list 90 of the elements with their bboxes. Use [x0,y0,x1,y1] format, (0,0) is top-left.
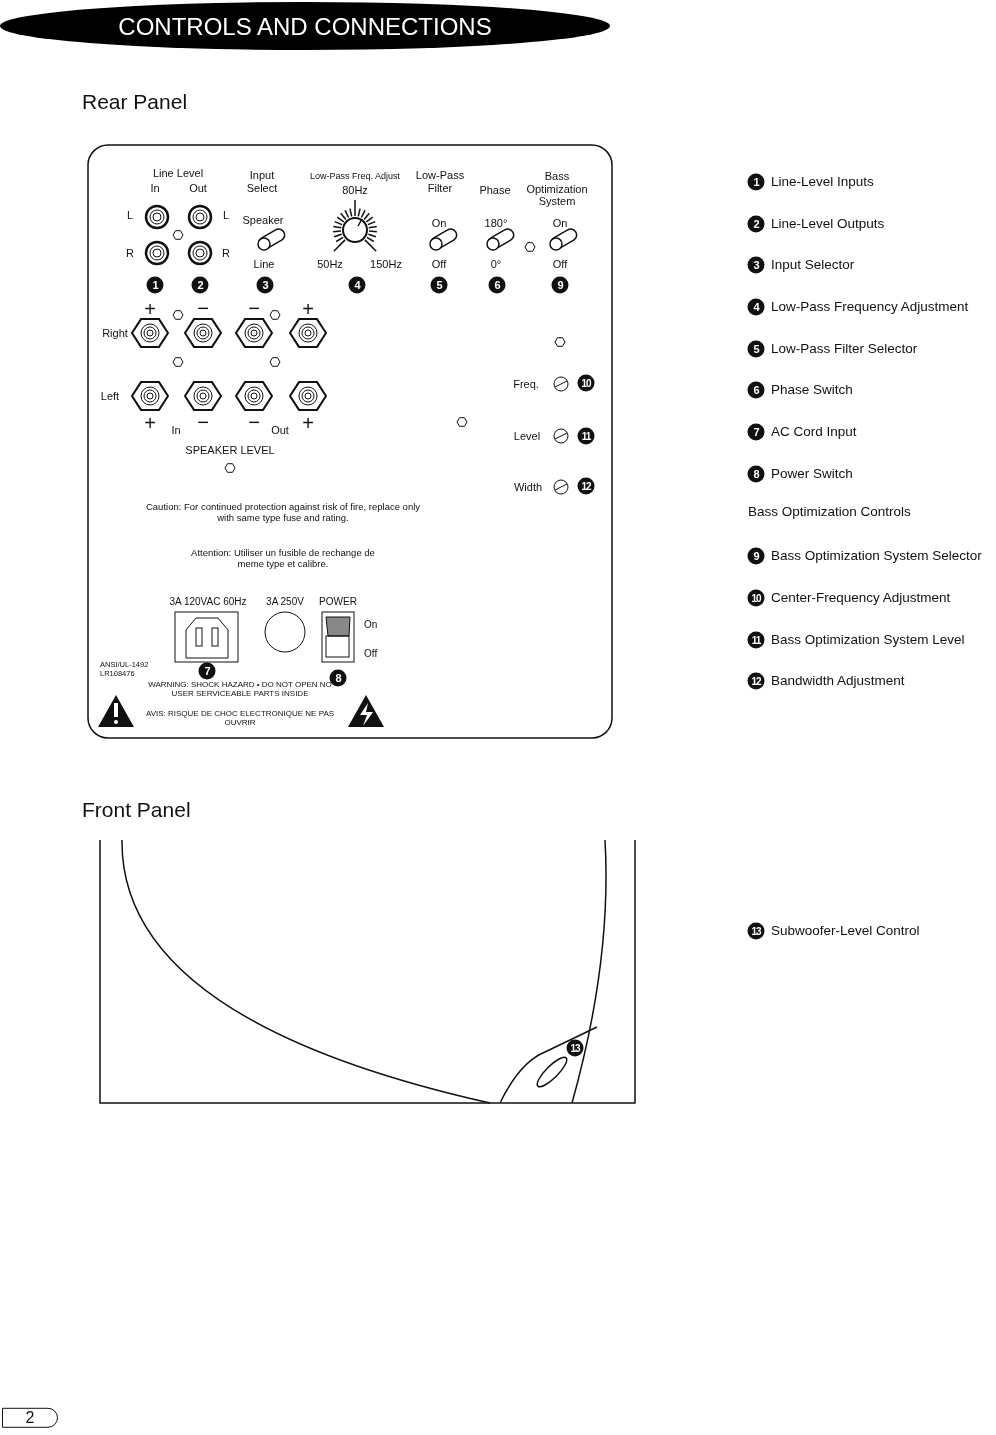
callout-number: 3 [256,276,274,294]
page-title: CONTROLS AND CONNECTIONS [118,13,492,41]
polarity-mark: + [302,297,314,321]
feature-label: Line-Level Outputs [771,216,885,232]
callout-number: 10 [747,589,765,607]
callout-number: 6 [488,276,506,294]
panel-label: Off [552,257,568,271]
callout-number: 10 [577,374,595,392]
panel-label: R [222,246,230,260]
callout-number: 12 [577,477,595,495]
polarity-mark: + [144,411,156,435]
feature-label: Line-Level Inputs [771,174,874,190]
callout-number: 11 [747,631,765,649]
group-heading: Bass Optimization Controls [748,504,911,520]
callout-number: 9 [551,276,569,294]
panel-label: Bass Optimization System [525,170,589,208]
panel-label: 50Hz [317,257,343,271]
feature-label: Center-Frequency Adjustment [771,590,951,606]
panel-label: On [431,216,447,230]
section-heading: Rear Panel [82,89,188,115]
feature-label: AC Cord Input [771,424,857,440]
callout-number: 4 [747,298,765,316]
panel-label: R [126,246,134,260]
panel-label: Out [271,423,289,437]
feature-label: Power Switch [771,466,853,482]
panel-label: Off [431,257,447,271]
panel-label: Low-Pass Freq. Adjust [310,170,400,182]
callout-number: 5 [430,276,448,294]
feature-label: Low-Pass Frequency Adjustment [771,299,969,315]
panel-label: Speaker [242,213,284,227]
panel-label: In [150,181,160,195]
feature-label: Bass Optimization System Selector [771,548,982,564]
panel-label: On [552,216,568,230]
feature-label: Input Selector [771,257,855,273]
callout-number: 5 [747,340,765,358]
callout-number: 2 [191,276,209,294]
callout-number: 2 [747,215,765,233]
caution-text: Caution: For continued protection against risk of fire, replace only with same type fuse and rating. [144,502,422,524]
polarity-mark: − [248,410,260,434]
callout-number: 12 [747,672,765,690]
callout-number: 3 [747,256,765,274]
panel-label: Freq. [513,377,539,391]
feature-label: Bandwidth Adjustment [771,673,905,689]
callout-number: 7 [198,662,216,680]
section-heading: Front Panel [82,797,191,823]
panel-label: 80Hz [342,183,368,197]
panel-label: POWER [319,596,357,608]
panel-label: Level [513,429,541,443]
polarity-mark: − [197,296,209,320]
panel-label: 150Hz [370,257,402,271]
panel-label: Input Select [245,169,279,195]
polarity-mark: + [302,411,314,435]
callout-number: 4 [348,276,366,294]
panel-label: On [364,619,378,631]
panel-label: 3A 120VAC 60Hz [169,596,247,608]
callout-number: 13 [566,1039,584,1057]
panel-label: 3A 250V [266,596,304,608]
panel-label: 0° [490,257,502,271]
panel-label: L [126,208,134,222]
feature-label: Subwoofer-Level Control [771,923,920,939]
panel-label: Line [253,257,275,271]
callout-number: 9 [747,547,765,565]
panel-label: L [222,208,230,222]
panel-label: 180° [484,216,508,230]
caution-text: Attention: Utiliser un fusible de rechange de meme type et calibre. [190,548,376,570]
polarity-mark: − [248,296,260,320]
panel-label: Right [102,326,128,340]
panel-label: Phase [479,183,511,197]
panel-label: Low-Pass Filter [414,169,466,195]
callout-number: 7 [747,423,765,441]
panel-label: SPEAKER LEVEL [185,443,275,457]
callout-number: 6 [747,381,765,399]
callout-number: 1 [747,173,765,191]
feature-label: Phase Switch [771,382,853,398]
warning-text: WARNING: SHOCK HAZARD • DO NOT OPEN NO USER SERVICEABLE PARTS INSIDE [147,679,333,699]
panel-label: In [171,423,181,437]
feature-label: Bass Optimization System Level [771,632,965,648]
feature-label: Low-Pass Filter Selector [771,341,918,357]
callout-number: 13 [747,922,765,940]
panel-label: Width [513,480,543,494]
callout-number: 11 [577,427,595,445]
panel-label: Left [100,389,120,403]
callout-number: 1 [146,276,164,294]
polarity-mark: + [144,297,156,321]
polarity-mark: − [197,410,209,434]
panel-label: Off [364,648,378,660]
warning-text: AVIS: RISQUE DE CHOC ELECTRONIQUE NE PAS OUVRIR [144,708,336,728]
panel-label: Line Level [152,166,204,180]
panel-label: Out [189,181,207,195]
callout-number: 8 [747,465,765,483]
